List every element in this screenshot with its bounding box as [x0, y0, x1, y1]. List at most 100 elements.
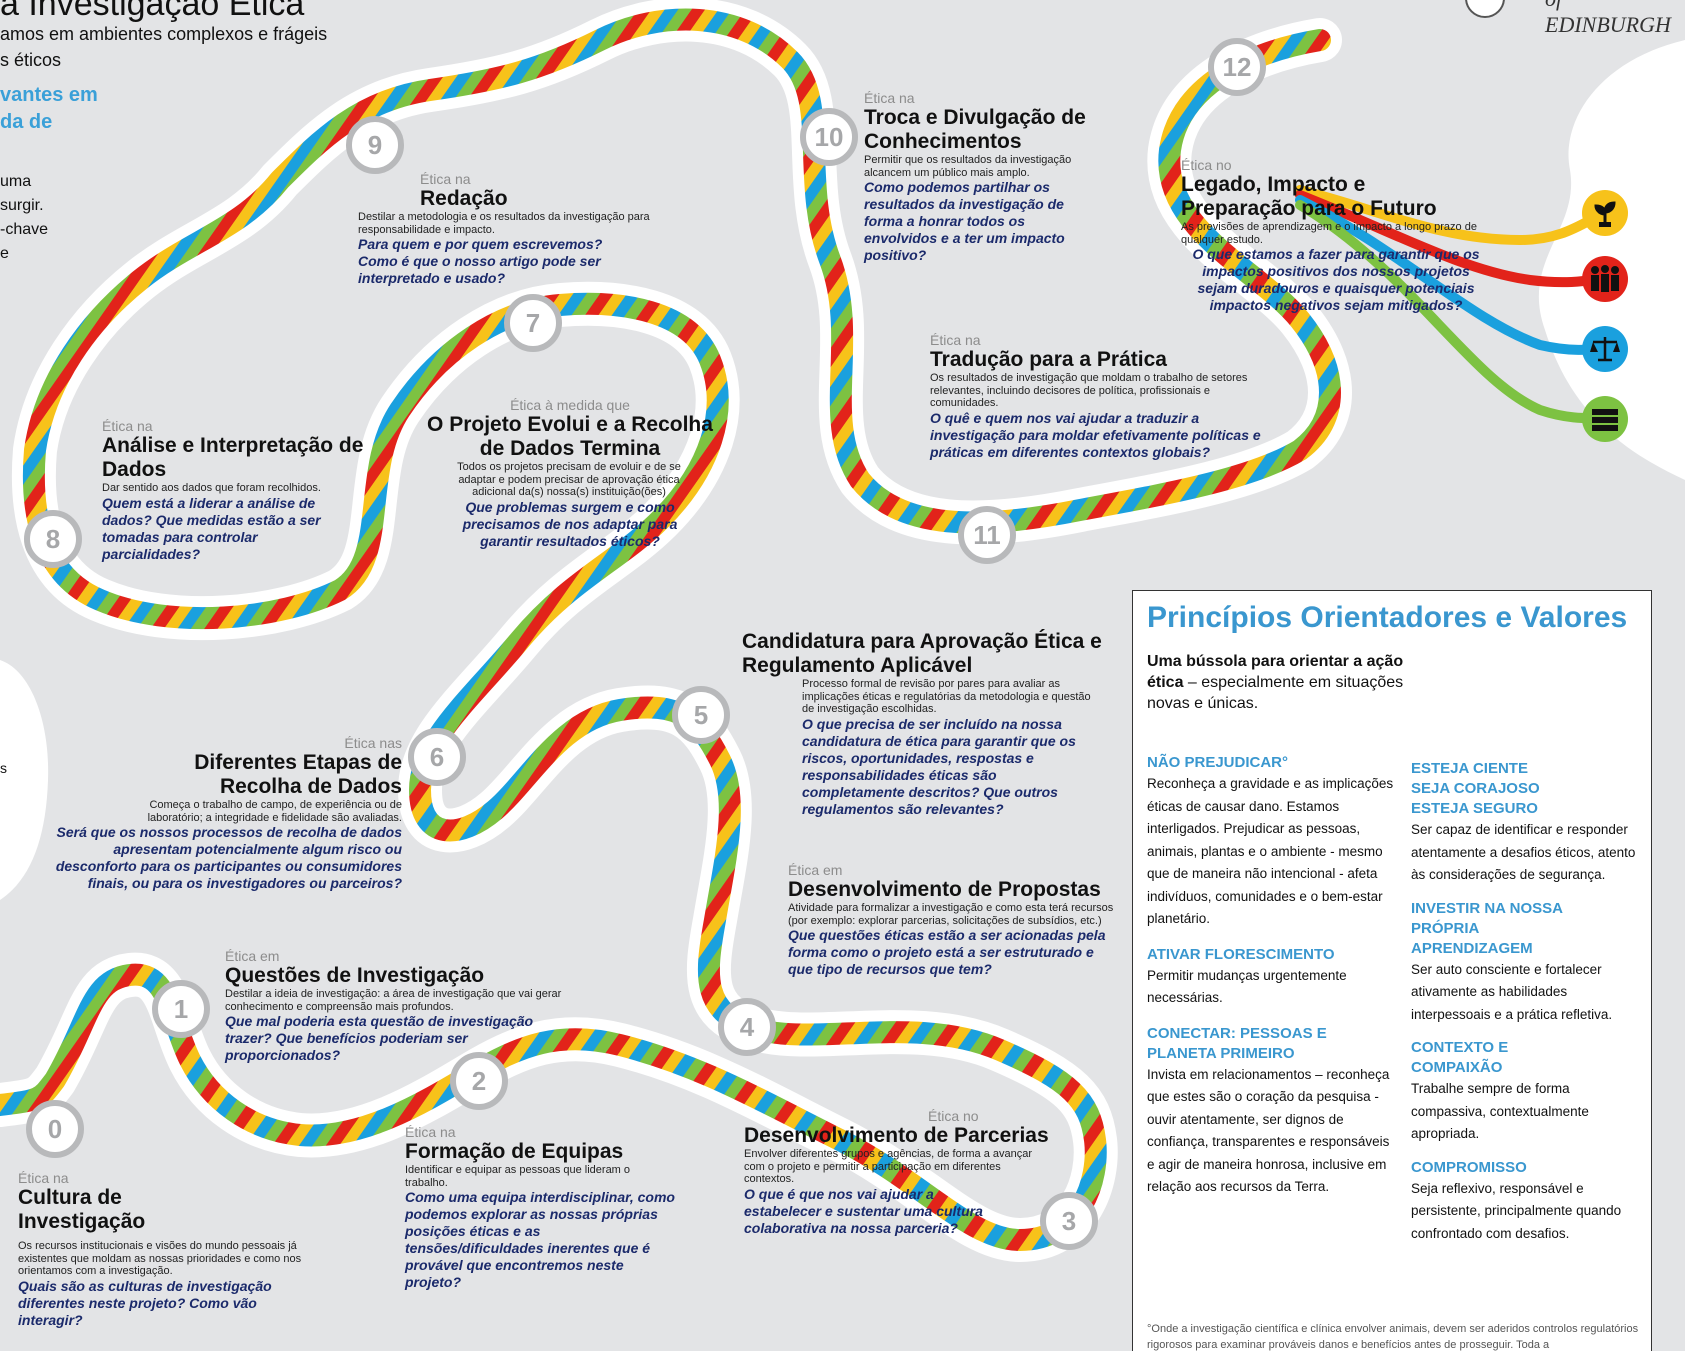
stage-prefix: Ética à medida que — [510, 397, 630, 413]
stage-question: O que é que nos vai ajudar a estabelecer… — [744, 1185, 983, 1236]
principle-heading: INVESTIR NA NOSSA PRÓPRIA APRENDIZAGEM — [1411, 899, 1563, 957]
stage-prefix: Ética no — [928, 1108, 979, 1124]
side-text: s — [0, 760, 7, 776]
stage-title: Desenvolvimento de Propostas — [788, 878, 1101, 901]
stage-description: Os recursos institucionais e visões do m… — [18, 1240, 302, 1277]
stage-description: Os resultados de investigação que moldam… — [930, 372, 1248, 409]
university-logo: of EDINBURGH — [1445, 0, 1685, 37]
principles-intro: Uma bússola para orientar a ação ética –… — [1147, 651, 1427, 714]
stage-prefix: Ética na — [864, 90, 915, 106]
principles-title: Princípios Orientadores e Valores — [1147, 601, 1628, 634]
stage-6: Ética nas Diferentes Etapas de Recolha d… — [50, 735, 402, 892]
principle-text: Seja reflexivo, responsável e persistent… — [1411, 1180, 1622, 1241]
side-text: surgir. — [0, 197, 44, 214]
stage-question: Que problemas surgem e como precisamos d… — [462, 498, 678, 549]
stage-number-1: 1 — [152, 980, 210, 1038]
people-icon — [1582, 256, 1628, 302]
stage-0: Ética na Cultura de Investigação Os recu… — [18, 1170, 338, 1329]
stage-question: O que precisa de ser incluído na nossa c… — [802, 715, 1076, 817]
stage-title: Cultura de Investigação — [18, 1186, 146, 1233]
stage-number-0: 0 — [26, 1100, 84, 1158]
stage-question: Para quem e por quem escrevemos? Como é … — [358, 236, 603, 286]
stage-11: Ética na Tradução para a Prática Os resu… — [930, 332, 1280, 461]
principle-heading: CONECTAR: PESSOAS E PLANETA PRIMEIRO — [1147, 1024, 1327, 1062]
poster-title: a Investigação Ética — [0, 0, 305, 23]
stage-title: Questões de Investigação — [225, 964, 485, 987]
stage-question: Que mal poderia esta questão de investig… — [225, 1013, 534, 1063]
stage-number-3: 3 — [1040, 1192, 1098, 1250]
principle-heading: ESTEJA CIENTE SEJA CORAJOSO ESTEJA SEGUR… — [1411, 760, 1540, 817]
stage-4: Ética em Desenvolvimento de Propostas At… — [788, 862, 1118, 978]
white-blob-left — [0, 660, 49, 900]
principle-heading: COMPROMISSO — [1411, 1158, 1527, 1176]
stage-number-8: 8 — [24, 510, 82, 568]
stage-title: Candidatura para Aprovação Ética e Regul… — [742, 630, 1102, 677]
stage-description: Envolver diferentes grupos e agências, d… — [744, 1148, 1032, 1185]
stage-question: Quais são as culturas de investigação di… — [18, 1277, 272, 1328]
stage-number-11: 11 — [958, 506, 1016, 564]
stage-description: Permitir que os resultados da investigaç… — [864, 154, 1072, 179]
stage-prefix: Ética em — [788, 862, 843, 878]
stage-question: Que questões éticas estão a ser acionada… — [788, 927, 1106, 977]
stage-prefix: Ética em — [225, 948, 280, 964]
side-text: -chave — [0, 221, 49, 238]
principles-intro-rest: – especialmente em situações novas e úni… — [1147, 674, 1404, 712]
stage-description: As previsões de aprendizagem e o impacto… — [1181, 221, 1477, 246]
stage-title: Análise e Interpretação de Dados — [102, 434, 364, 481]
stage-number-2: 2 — [450, 1052, 508, 1110]
side-text: e — [0, 245, 9, 262]
stage-2: Ética na Formação de Equipas Identificar… — [405, 1124, 685, 1291]
scales-icon — [1582, 326, 1628, 372]
principle-text: Ser auto consciente e fortalecer ativame… — [1411, 961, 1613, 1022]
stage-description: Dar sentido aos dados que foram recolhid… — [102, 482, 321, 494]
stage-prefix: Ética na — [930, 332, 981, 348]
stage-description: Atividade para formalizar a investigação… — [788, 902, 1114, 927]
tails — [1295, 185, 1610, 424]
stage-number-9: 9 — [346, 116, 404, 174]
principle-text: Ser capaz de identificar e responder ate… — [1411, 822, 1636, 882]
stage-number-12: 12 — [1208, 38, 1266, 96]
stage-3: Ética no Desenvolvimento de Parcerias En… — [744, 1108, 1064, 1237]
intro-line: amos em ambientes complexos e frágeis — [0, 24, 328, 44]
stage-prefix: Ética na — [102, 418, 153, 434]
stage-8: Ética na Análise e Interpretação de Dado… — [102, 418, 392, 563]
stage-question: O quê e quem nos vai ajudar a traduzir a… — [930, 409, 1261, 460]
principle-heading: CONTEXTO E COMPAIXÃO — [1411, 1039, 1509, 1076]
principle-text: Reconheça a gravidade e as implicações é… — [1147, 776, 1394, 926]
stage-prefix: Ética na — [420, 171, 471, 187]
intro-highlight: da de — [0, 111, 53, 133]
stage-question: Será que os nossos processos de recolha … — [55, 824, 402, 891]
stage-number-7: 7 — [504, 294, 562, 352]
stage-title: Redação — [420, 187, 508, 210]
stage-title: Legado, Impacto e Preparação para o Futu… — [1181, 173, 1437, 220]
stage-question: Quem está a liderar a análise de dados? … — [102, 494, 321, 562]
intro-highlight: vantes em — [0, 84, 98, 106]
stage-title: Troca e Divulgação de Conhecimentos — [864, 106, 1086, 153]
intro-line: s éticos — [0, 50, 62, 70]
stage-title: O Projeto Evolui e a Recolha de Dados Te… — [427, 413, 713, 460]
stage-prefix: Ética no — [1181, 157, 1232, 173]
stage-description: Processo formal de revisão por pares par… — [802, 678, 1091, 715]
principle-text: Permitir mudanças urgentemente necessári… — [1147, 967, 1347, 1006]
principles-left-column: NÃO PREJUDICAR° Reconheça a gravidade e … — [1147, 753, 1397, 1199]
stage-9: Ética na Redação Destilar a metodologia … — [358, 171, 678, 287]
logo-text: of EDINBURGH — [1545, 0, 1671, 37]
stage-12: Ética no Legado, Impacto e Preparação pa… — [1181, 157, 1521, 314]
principles-footnote: °Onde a investigação científica e clínic… — [1147, 1323, 1639, 1351]
road — [0, 0, 1352, 1262]
principle-heading: ATIVAR FLORESCIMENTO — [1147, 945, 1335, 963]
stage-prefix: Ética na — [18, 1170, 69, 1186]
principles-right-column: ESTEJA CIENTE SEJA CORAJOSO ESTEJA SEGUR… — [1411, 759, 1641, 1245]
stage-10: Ética na Troca e Divulgação de Conhecime… — [864, 90, 1114, 264]
principle-text: Trabalhe sempre de forma compassiva, con… — [1411, 1081, 1589, 1141]
stage-number-5: 5 — [672, 686, 730, 744]
stage-description: Todos os projetos precisam de evoluir e … — [457, 461, 681, 498]
stage-question: Como podemos partilhar os resultados da … — [864, 179, 1065, 263]
stage-title: Formação de Equipas — [405, 1140, 624, 1163]
principles-panel: Princípios Orientadores e Valores Uma bú… — [1132, 590, 1652, 1351]
principle-text: Invista em relacionamentos – reconheça q… — [1147, 1066, 1390, 1195]
stage-prefix: Ética nas — [344, 735, 402, 751]
crest-icon — [1465, 0, 1505, 18]
